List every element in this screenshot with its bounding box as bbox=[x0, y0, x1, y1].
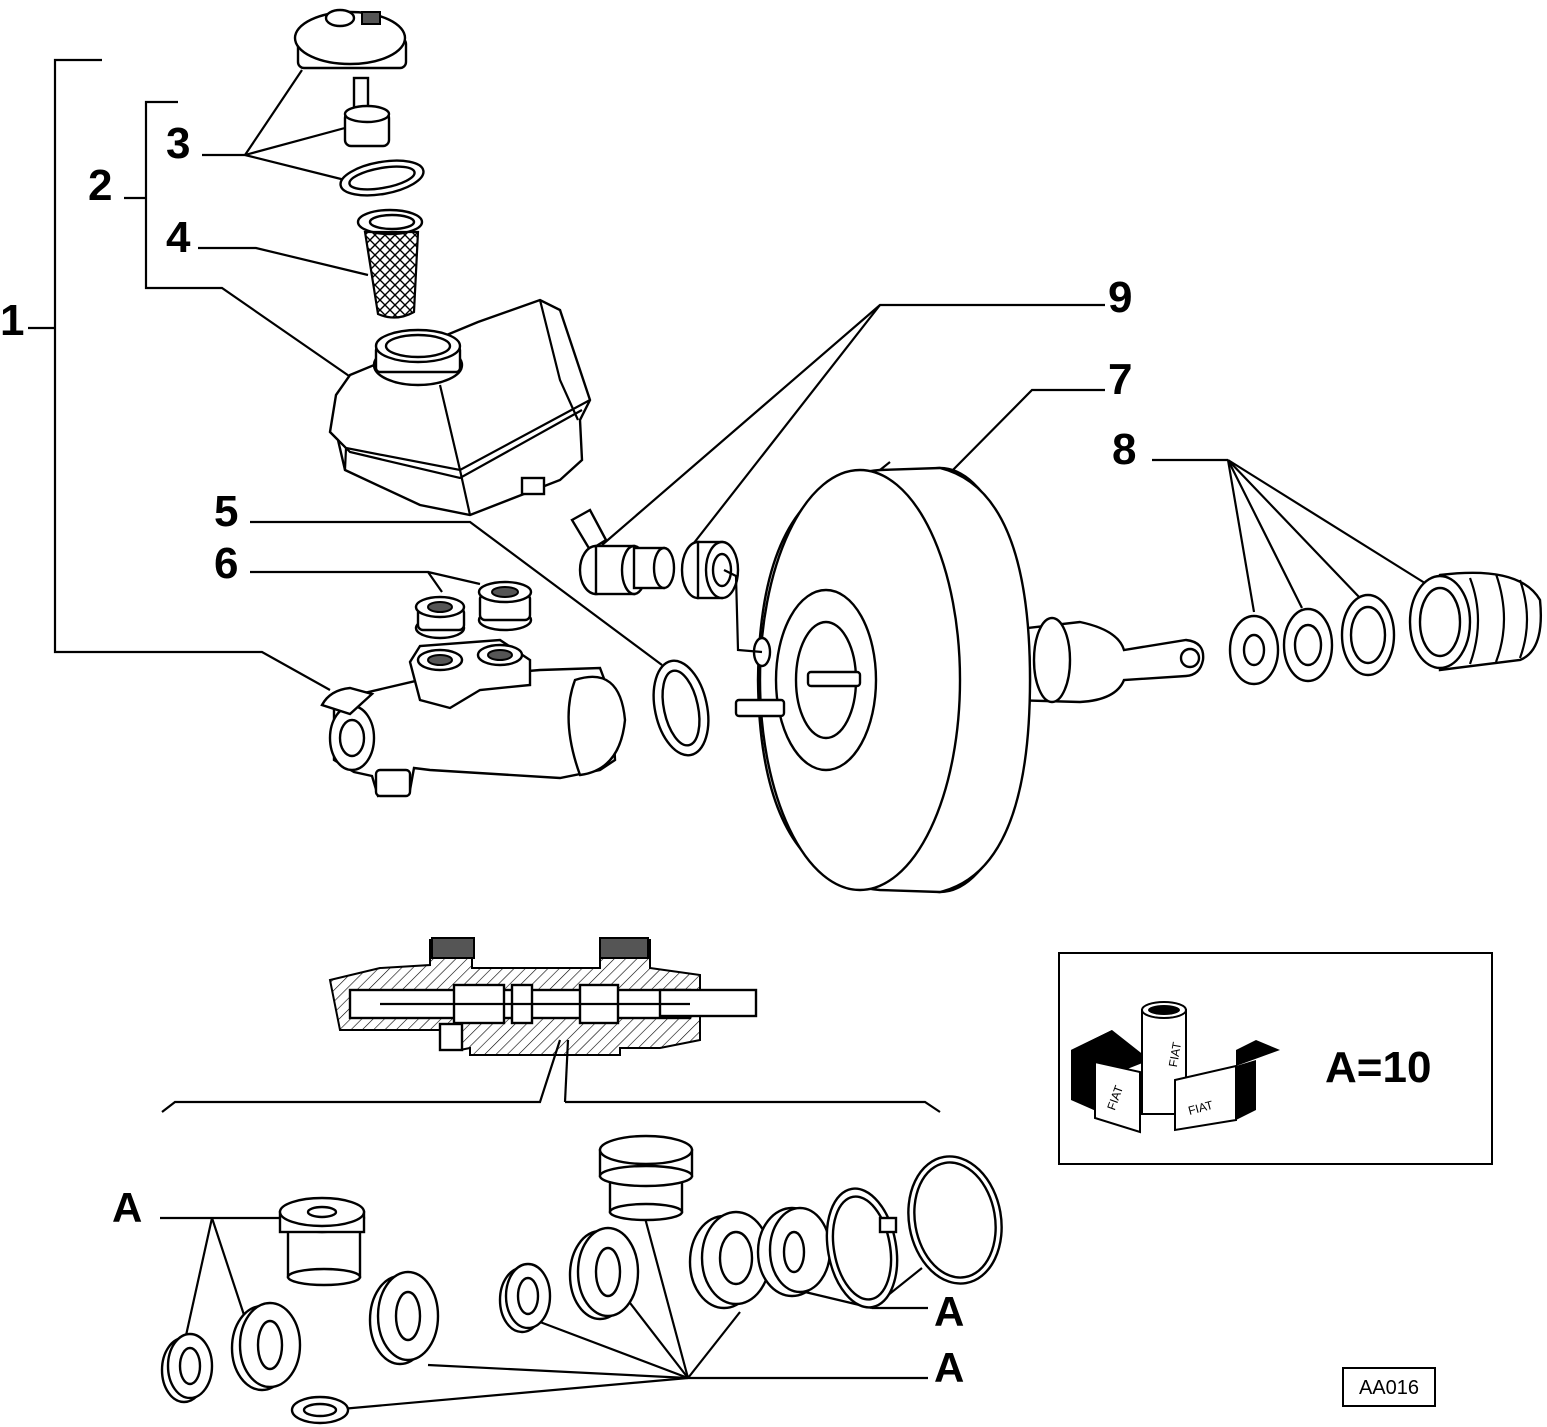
brand-label-right: FIAT bbox=[1187, 1098, 1216, 1118]
seal-kit bbox=[160, 1134, 1003, 1425]
reservoir-filter bbox=[356, 208, 424, 319]
cap-gasket bbox=[339, 159, 425, 197]
callout-numbers: 1 2 3 4 5 6 9 7 8 bbox=[0, 119, 1136, 588]
master-cylinder bbox=[320, 638, 627, 798]
seal-markers: A A A bbox=[112, 1184, 964, 1391]
seal-marker-a-right-upper: A bbox=[934, 1288, 964, 1335]
lubricant-quantity: A=10 bbox=[1325, 1043, 1431, 1092]
lubricant-box: FIAT FIAT FIAT A=10 bbox=[1058, 952, 1493, 1165]
callout-3: 3 bbox=[166, 119, 190, 168]
brand-label-can: FIAT bbox=[1166, 1040, 1184, 1068]
brake-booster bbox=[723, 461, 1205, 894]
reservoir-cap bbox=[293, 8, 408, 148]
pushrod-seals bbox=[1228, 571, 1542, 686]
cylinder-o-ring bbox=[652, 659, 710, 757]
leader-lines bbox=[28, 58, 1429, 1412]
check-valve-grommet bbox=[680, 540, 740, 600]
seal-marker-a-right-lower: A bbox=[934, 1344, 964, 1391]
seal-marker-a-left: A bbox=[112, 1184, 142, 1231]
callout-1: 1 bbox=[0, 296, 24, 345]
check-valve bbox=[570, 508, 676, 596]
reservoir-grommets bbox=[414, 580, 533, 640]
callout-2: 2 bbox=[88, 161, 112, 210]
fluid-reservoir bbox=[328, 298, 592, 517]
lubricant-can-icon: FIAT FIAT FIAT bbox=[1071, 1001, 1280, 1134]
callout-7: 7 bbox=[1108, 355, 1132, 404]
callout-4: 4 bbox=[166, 213, 191, 262]
callout-6: 6 bbox=[214, 539, 238, 588]
callout-9: 9 bbox=[1108, 273, 1132, 322]
callout-5: 5 bbox=[214, 487, 238, 536]
drawing-ref-code: AA016 bbox=[1359, 1377, 1419, 1399]
master-cylinder-section bbox=[328, 937, 758, 1056]
drawing-reference: AA016 bbox=[1342, 1367, 1436, 1407]
callout-8: 8 bbox=[1112, 425, 1136, 474]
